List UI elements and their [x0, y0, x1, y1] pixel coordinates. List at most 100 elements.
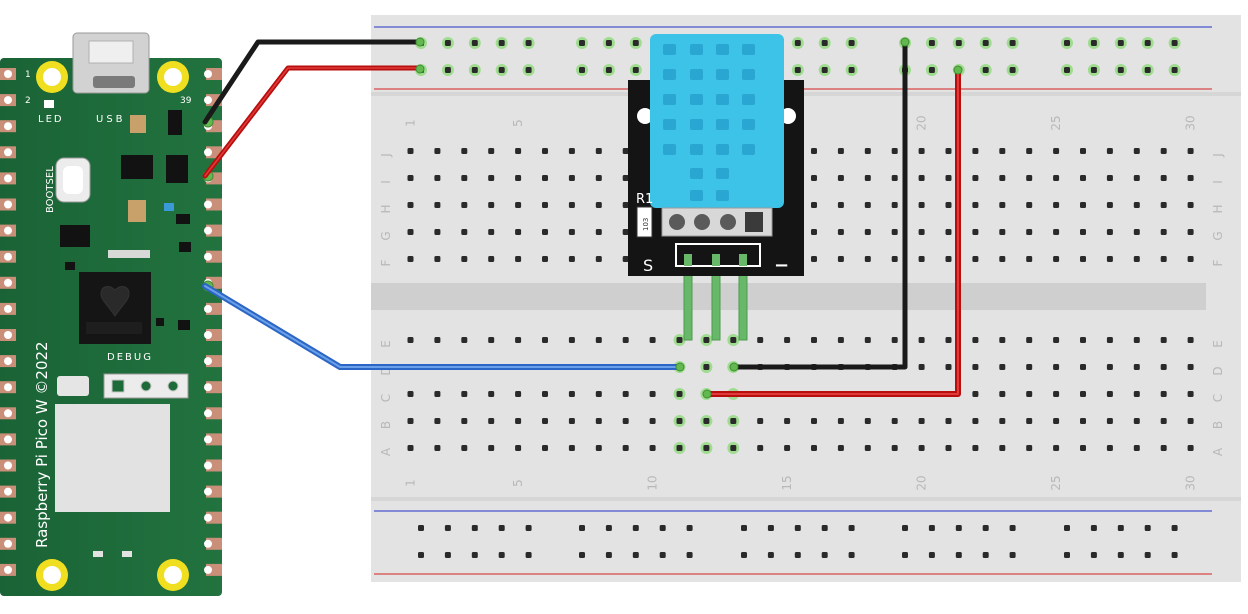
breadboard-hole[interactable]: [488, 202, 495, 208]
breadboard-hole[interactable]: [1160, 148, 1167, 154]
breadboard-hole[interactable]: [837, 148, 844, 154]
breadboard-hole[interactable]: [579, 40, 585, 46]
breadboard-hole[interactable]: [542, 445, 548, 451]
breadboard-hole[interactable]: [461, 229, 468, 235]
pico-pin-hole[interactable]: [204, 226, 212, 235]
pico-pin-hole[interactable]: [4, 461, 12, 470]
breadboard-hole[interactable]: [1106, 229, 1113, 235]
breadboard-hole[interactable]: [999, 337, 1006, 343]
breadboard-hole[interactable]: [407, 148, 414, 154]
breadboard-hole[interactable]: [579, 67, 585, 73]
breadboard-hole[interactable]: [891, 175, 898, 181]
breadboard-hole[interactable]: [1064, 67, 1070, 73]
breadboard-hole[interactable]: [622, 229, 629, 235]
ground-wire-sensor[interactable]: [731, 39, 908, 370]
breadboard-hole[interactable]: [605, 67, 612, 73]
breadboard-hole[interactable]: [488, 445, 495, 451]
breadboard-hole[interactable]: [515, 256, 522, 262]
breadboard-hole[interactable]: [622, 148, 629, 154]
breadboard-hole[interactable]: [945, 364, 952, 370]
breadboard-hole[interactable]: [1160, 202, 1167, 208]
breadboard-hole[interactable]: [407, 202, 414, 208]
breadboard-hole[interactable]: [622, 418, 629, 424]
breadboard-hole[interactable]: [568, 391, 575, 397]
breadboard-hole[interactable]: [730, 418, 737, 424]
breadboard-hole[interactable]: [1026, 445, 1033, 451]
breadboard-hole[interactable]: [945, 202, 952, 208]
breadboard-hole[interactable]: [945, 337, 952, 343]
debug-pin-3[interactable]: [167, 380, 179, 392]
breadboard-hole[interactable]: [1080, 175, 1086, 181]
breadboard-hole[interactable]: [659, 525, 666, 531]
breadboard-hole[interactable]: [999, 175, 1006, 181]
debug-pin-2[interactable]: [140, 380, 152, 392]
breadboard-hole[interactable]: [928, 552, 935, 558]
breadboard-hole[interactable]: [1171, 525, 1178, 531]
breadboard-hole[interactable]: [1053, 148, 1060, 154]
breadboard-hole[interactable]: [918, 175, 925, 181]
breadboard-hole[interactable]: [972, 202, 979, 208]
breadboard-hole[interactable]: [542, 202, 548, 208]
breadboard-hole[interactable]: [676, 391, 683, 397]
breadboard-hole[interactable]: [891, 148, 898, 154]
breadboard-hole[interactable]: [811, 148, 817, 154]
breadboard-hole[interactable]: [434, 256, 441, 262]
pico-pin-hole[interactable]: [4, 96, 12, 105]
pico-pin-hole[interactable]: [204, 70, 212, 78]
breadboard-hole[interactable]: [407, 337, 414, 343]
breadboard-hole[interactable]: [864, 229, 871, 235]
pico-pin-hole[interactable]: [4, 200, 12, 209]
breadboard-hole[interactable]: [1080, 445, 1086, 451]
breadboard-hole[interactable]: [461, 175, 468, 181]
breadboard-hole[interactable]: [434, 148, 441, 154]
breadboard-hole[interactable]: [1117, 67, 1124, 73]
breadboard-hole[interactable]: [568, 256, 575, 262]
pico-pin-hole[interactable]: [4, 331, 12, 339]
breadboard-hole[interactable]: [767, 552, 774, 558]
breadboard-hole[interactable]: [1026, 418, 1033, 424]
breadboard-hole[interactable]: [1080, 256, 1086, 262]
breadboard-hole[interactable]: [999, 256, 1006, 262]
pico-pin-hole[interactable]: [4, 278, 12, 287]
breadboard-hole[interactable]: [811, 445, 817, 451]
breadboard-hole[interactable]: [579, 552, 585, 558]
pico-pin-hole[interactable]: [4, 565, 12, 574]
pico-pin-hole[interactable]: [4, 435, 12, 444]
breadboard-hole[interactable]: [1064, 40, 1070, 46]
breadboard-hole[interactable]: [837, 337, 844, 343]
breadboard-hole[interactable]: [461, 391, 468, 397]
breadboard-hole[interactable]: [568, 175, 575, 181]
breadboard-hole[interactable]: [444, 40, 451, 46]
pico-pin-hole[interactable]: [204, 513, 212, 522]
pico-pin-hole[interactable]: [204, 461, 212, 470]
breadboard-hole[interactable]: [918, 148, 925, 154]
breadboard-hole[interactable]: [579, 525, 585, 531]
breadboard-hole[interactable]: [794, 67, 801, 73]
breadboard-hole[interactable]: [461, 337, 468, 343]
breadboard-hole[interactable]: [1133, 229, 1140, 235]
breadboard-hole[interactable]: [1064, 525, 1070, 531]
breadboard-hole[interactable]: [730, 445, 737, 451]
breadboard-hole[interactable]: [525, 40, 532, 46]
breadboard-hole[interactable]: [622, 337, 629, 343]
breadboard-hole[interactable]: [1053, 256, 1060, 262]
breadboard-hole[interactable]: [595, 202, 602, 208]
breadboard-hole[interactable]: [1144, 67, 1151, 73]
breadboard-hole[interactable]: [1160, 445, 1167, 451]
breadboard-hole[interactable]: [605, 40, 612, 46]
breadboard-hole[interactable]: [649, 337, 656, 343]
breadboard-hole[interactable]: [1133, 148, 1140, 154]
breadboard-hole[interactable]: [999, 391, 1006, 397]
breadboard-hole[interactable]: [821, 67, 828, 73]
breadboard-hole[interactable]: [605, 525, 612, 531]
breadboard-hole[interactable]: [676, 337, 683, 343]
breadboard-hole[interactable]: [999, 202, 1006, 208]
breadboard-hole[interactable]: [891, 337, 898, 343]
breadboard-hole[interactable]: [488, 229, 495, 235]
breadboard-hole[interactable]: [928, 525, 935, 531]
breadboard-hole[interactable]: [1187, 229, 1194, 235]
breadboard-hole[interactable]: [649, 391, 656, 397]
breadboard-hole[interactable]: [498, 40, 505, 46]
breadboard-hole[interactable]: [444, 552, 451, 558]
breadboard-hole[interactable]: [488, 148, 495, 154]
